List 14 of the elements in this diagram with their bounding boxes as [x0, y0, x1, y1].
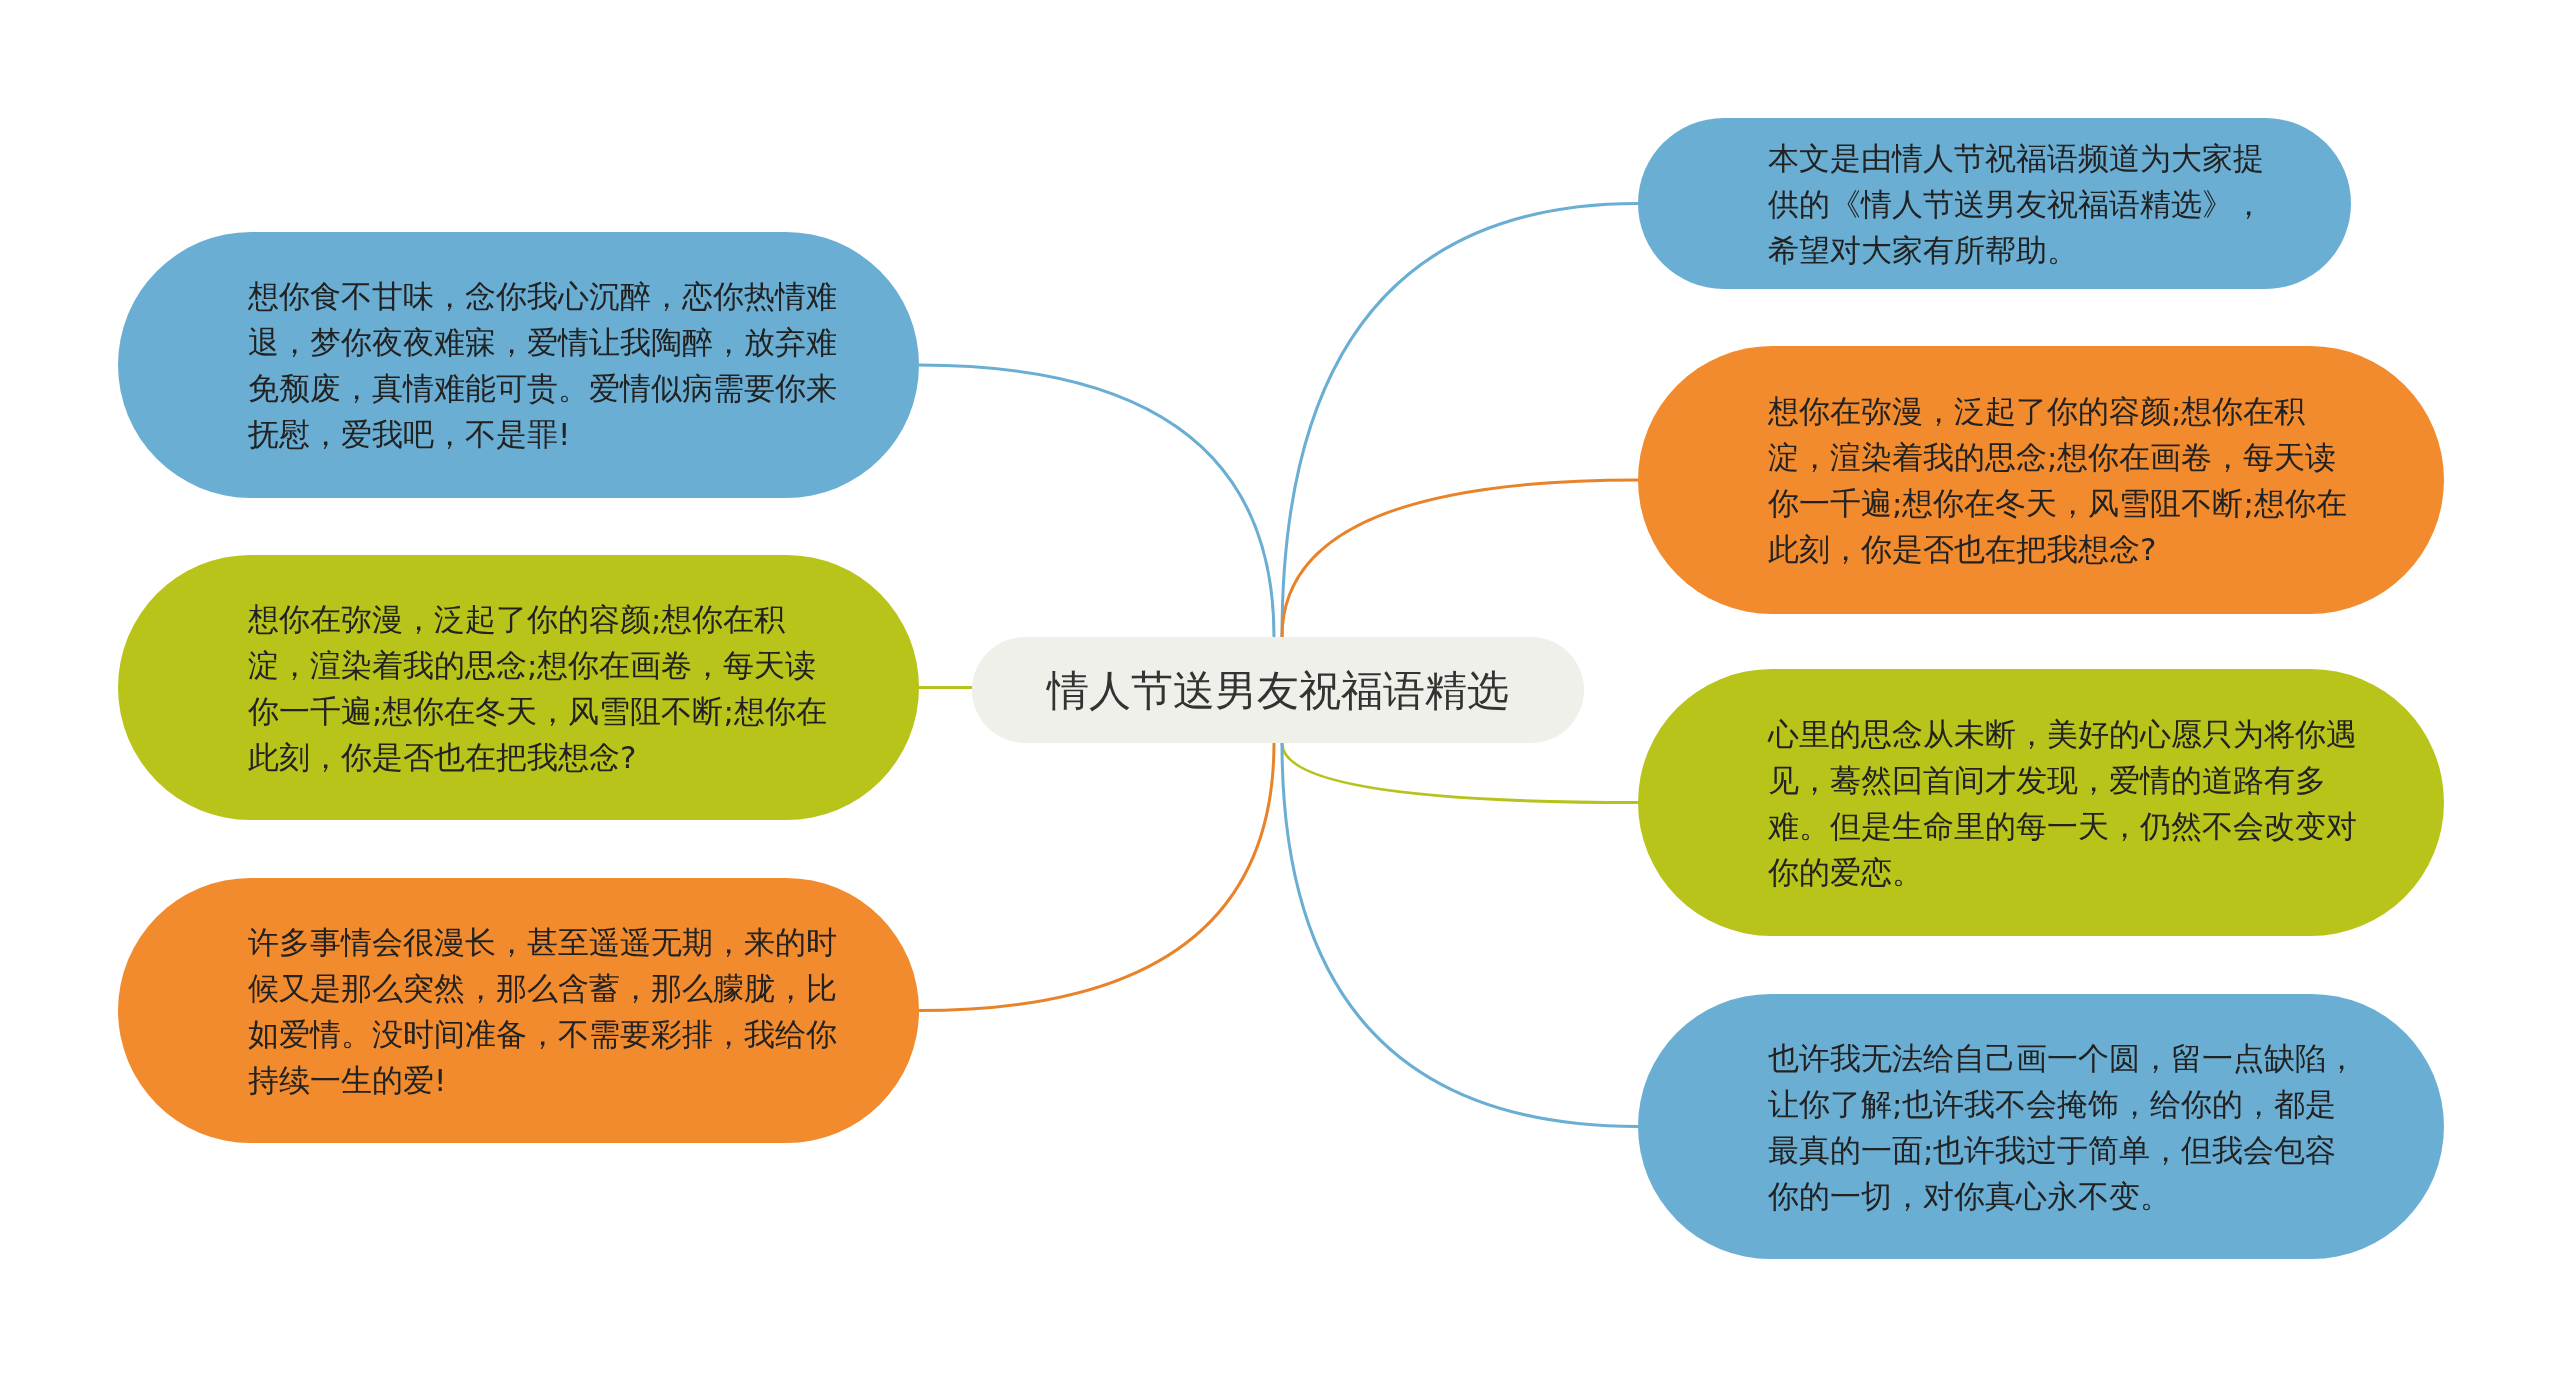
connector-line	[918, 742, 1276, 1012]
node-text: 想你在弥漫，泛起了你的容颜;想你在积淀，渲染着我的思念;想你在画卷，每天读你一千遍;想你在冬天，风雪阻不断;想你在此刻，你是否也在把我想念?	[248, 599, 828, 777]
connector-line	[918, 363, 1276, 638]
connector-line	[919, 686, 972, 689]
node-text: 许多事情会很漫长，甚至遥遥无期，来的时候又是那么突然，那么含蓄，那么朦胧，比如爱情。没时间准备，不需要彩排，我给你持续一生的爱!	[248, 922, 838, 1100]
topic-title: 情人节送男友祝福语精选	[1047, 664, 1509, 717]
node-text: 心里的思念从未断，美好的心愿只为将你遇见，蓦然回首间才发现，爱情的道路有多难。但是生命里的每一天，仍然不会改变对你的爱恋。	[1768, 714, 2358, 892]
node-text: 想你食不甘味，念你我心沉醉，恋你热情难退，梦你夜夜难寐，爱情让我陶醉，放弃难免颓废，真情难能可贵。爱情似病需要你来抚慰，爱我吧，不是罪!	[248, 277, 838, 454]
connector-line	[1280, 202, 1639, 638]
node-text: 想你在弥漫，泛起了你的容颜;想你在积淀，渲染着我的思念;想你在画卷，每天读你一千遍;想你在冬天，风雪阻不断;想你在此刻，你是否也在把我想念?	[1768, 392, 2348, 569]
connector-line	[1280, 742, 1639, 1128]
node-text: 本文是由情人节祝福语频道为大家提供的《情人节送男友祝福语精选》，希望对大家有所帮助。	[1768, 138, 2265, 270]
connector-line	[1280, 478, 1639, 638]
node-text: 也许我无法给自己画一个圆，留一点缺陷，让你了解;也许我不会掩饰，给你的，都是最真的一面;也许我过于简单，但我会包容你的一切，对你真心永不变。	[1768, 1038, 2358, 1216]
